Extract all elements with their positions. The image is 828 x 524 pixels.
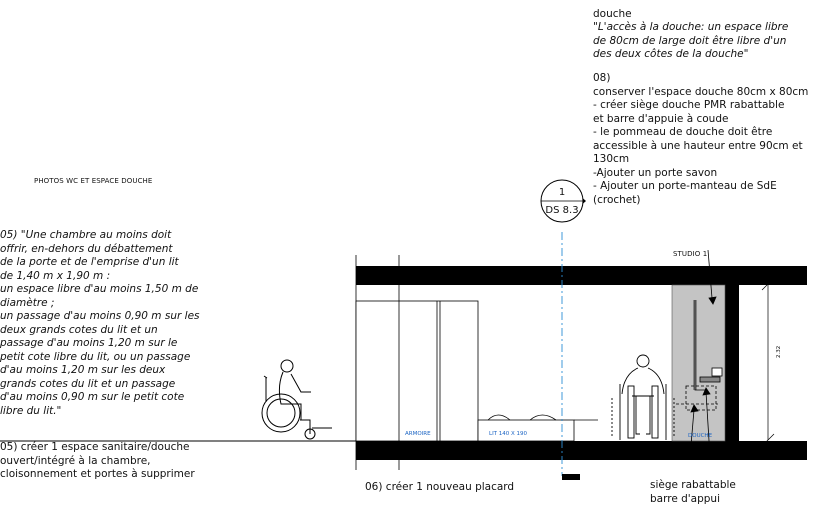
shower-label: DOUCHE xyxy=(688,433,713,439)
shower-fixtures xyxy=(676,300,723,411)
note-05-quote: 05) "Une chambre au moins doit offrir, e… xyxy=(0,229,200,417)
floor-slab xyxy=(356,441,807,460)
ceiling-slab xyxy=(356,266,807,285)
bed xyxy=(477,414,598,442)
seat-note: siège rabattable barre d'appui xyxy=(650,479,736,505)
leader-arrows xyxy=(689,249,717,458)
shower-quote: "L'accès à la douche: un espace libre de… xyxy=(593,21,789,60)
shower-zone xyxy=(671,284,726,442)
shower-title: douche xyxy=(593,8,632,20)
note-06: 06) créer 1 nouveau placard xyxy=(365,481,515,493)
section-cut-foot xyxy=(562,474,580,480)
wheelchair-figure-right xyxy=(611,354,675,440)
armoire xyxy=(355,300,479,442)
note-05-action: 05) créer 1 espace sanitaire/douche ouve… xyxy=(0,441,195,480)
armoire-label: ARMOIRE xyxy=(405,431,431,437)
right-wall xyxy=(725,266,739,460)
wheelchair-figure-left xyxy=(261,359,332,440)
section-number: 1 xyxy=(558,187,566,198)
bed-label: LIT 140 X 190 xyxy=(489,431,528,437)
studio-label: STUDIO 1 xyxy=(673,250,708,258)
section-marker xyxy=(540,179,586,223)
height-dimension-label: 2.32 xyxy=(776,345,782,358)
height-dimension xyxy=(761,277,775,447)
photos-heading: PHOTOS WC ET ESPACE DOUCHE xyxy=(34,177,153,185)
note-08: 08) conserver l'espace douche 80cm x 80c… xyxy=(593,72,809,206)
section-sheet: DS 8.3 xyxy=(545,205,579,216)
